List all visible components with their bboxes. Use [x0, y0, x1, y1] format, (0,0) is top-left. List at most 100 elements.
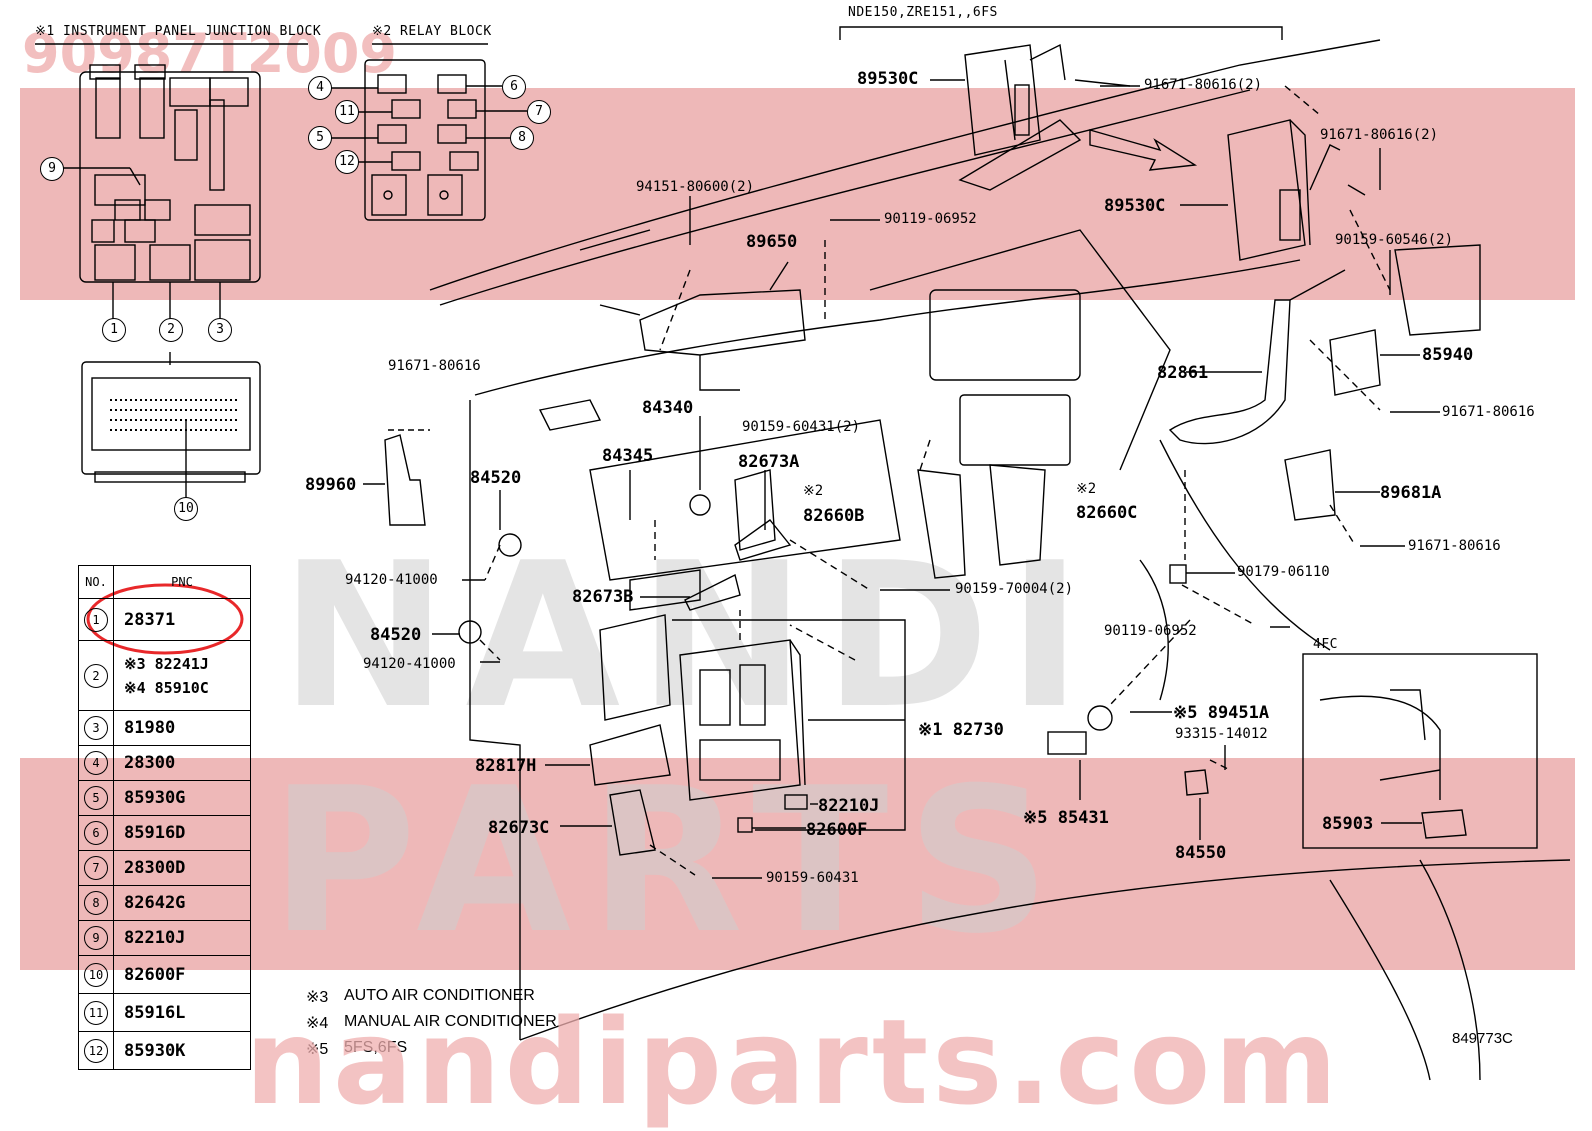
part-label: 94120-41000 [363, 656, 456, 672]
parts-diagram: NANDI PARTS 90987T2009 [20, 5, 1575, 1131]
part-label: 91671-80616(2) [1144, 77, 1263, 93]
callout-8: 8 [510, 126, 534, 150]
inset-title: 4FC [1313, 637, 1338, 652]
watermark-url: nandiparts.com [245, 993, 1342, 1131]
footnote-text: AUTO AIR CONDITIONER [344, 987, 535, 1004]
part-label: 82861 [1157, 363, 1209, 383]
footnote-mark: ※3 [306, 989, 329, 1006]
column-header-no: NO. [78, 565, 114, 599]
pnc-value: 85916D [113, 815, 251, 851]
part-label: 85940 [1422, 345, 1474, 365]
part-label: 82600F [806, 820, 868, 840]
callout-4: 4 [308, 76, 332, 100]
table-row: 1 28371 [78, 598, 251, 641]
column-header-pnc: PNC [113, 565, 251, 599]
ecu-top-drawing [964, 43, 1198, 171]
table-row: 6 85916D [78, 815, 251, 851]
part-label: ※5 85431 [1023, 808, 1109, 828]
part-label: 84550 [1175, 843, 1227, 863]
row-number: 7 [84, 856, 108, 880]
callout-1: 1 [102, 318, 126, 342]
part-label: 82210J [818, 796, 880, 816]
pnc-value: 82600F [113, 955, 251, 994]
watermark-band-bottom [20, 758, 1575, 970]
inset-4fc-drawing [1302, 653, 1538, 849]
leader-lines [363, 79, 1440, 879]
pnc-value-alt: ※4 85910C [124, 678, 209, 697]
part-label: 89530C [1104, 196, 1166, 216]
table-row: 4 28300 [78, 745, 251, 781]
callout-9: 9 [40, 157, 64, 181]
table-row: 5 85930G [78, 780, 251, 816]
table-row: 12 85930K [78, 1031, 251, 1070]
part-label: 91671-80616(2) [1320, 127, 1439, 143]
part-label: 84520 [470, 468, 522, 488]
pnc-value: 85916L [113, 993, 251, 1032]
part-label: 89650 [746, 232, 798, 252]
footnote-mark: ※5 [306, 1041, 329, 1058]
part-label: ※2 [1076, 481, 1097, 497]
model-bracket-title: NDE150,ZRE151,,6FS [848, 5, 998, 20]
part-label: 89530C [857, 69, 919, 89]
module-89681a-drawing [1284, 449, 1380, 521]
diagram-line-art [35, 26, 1571, 1081]
table-header-row: NO. PNC [78, 565, 251, 599]
part-label: 82660C [1076, 503, 1138, 523]
row-number: 1 [84, 607, 108, 632]
row-number: 2 [84, 663, 108, 688]
relay-block-title: ※2 RELAY BLOCK [372, 24, 492, 39]
row-number: 5 [84, 786, 108, 810]
part-label: 84520 [370, 625, 422, 645]
callout-7: 7 [527, 100, 551, 124]
part-label: 91671-80616 [388, 358, 481, 374]
junction-block-drawing [62, 64, 261, 320]
part-label: 82660B [803, 506, 865, 526]
pnc-value: 28300D [113, 850, 251, 886]
ecu-right-drawing [1227, 119, 1366, 261]
junction-block-front-drawing [81, 352, 261, 498]
callout-2: 2 [159, 318, 183, 342]
part-label: 89960 [305, 475, 357, 495]
table-row: 10 82600F [78, 955, 251, 994]
part-label: 90179-06110 [1237, 564, 1330, 580]
part-label: ※1 82730 [918, 720, 1004, 740]
relay-85940-drawing [1329, 329, 1420, 396]
row-number: 3 [84, 716, 108, 740]
junction-block-title: ※1 INSTRUMENT PANEL JUNCTION BLOCK [35, 24, 322, 39]
diagram-id: 849773C [1452, 1030, 1513, 1047]
row-number: 12 [84, 1038, 108, 1063]
bracket-82660-drawing [917, 464, 1046, 579]
part-label: 84345 [602, 446, 654, 466]
callout-11: 11 [335, 100, 359, 124]
dashboard-drawing [429, 39, 1571, 1081]
ac-amplifier-drawing [599, 261, 806, 391]
pnc-value: 82642G [113, 885, 251, 921]
pnc-value: 85930K [113, 1031, 251, 1070]
row-number: 8 [84, 891, 108, 915]
row-number: 11 [84, 1000, 108, 1025]
part-label: 89681A [1380, 483, 1442, 503]
callout-5: 5 [308, 126, 332, 150]
part-label: 84340 [642, 398, 694, 418]
pnc-value: 82210J [113, 920, 251, 956]
footnote-mark: ※4 [306, 1015, 329, 1032]
ecu-89960-drawing [384, 429, 430, 526]
row-number: 10 [84, 962, 108, 987]
pnc-value: 81980 [113, 710, 251, 746]
table-row: 3 81980 [78, 710, 251, 746]
part-label: 91671-80616 [1408, 538, 1501, 554]
junction-box-82730-drawing [589, 614, 906, 856]
table-row: 11 85916L [78, 993, 251, 1032]
footnote-text: 5FS,6FS [344, 1039, 408, 1056]
callout-6: 6 [502, 75, 526, 99]
callout-12: 12 [335, 150, 359, 174]
part-label: 90119-06952 [1104, 623, 1197, 639]
part-label: 93315-14012 [1175, 726, 1268, 742]
part-label: 90119-06952 [884, 211, 977, 227]
watermark-band-top [20, 88, 1575, 300]
row-number: 6 [84, 821, 108, 845]
switch-drawing [458, 469, 1467, 839]
dashed-lines [479, 85, 1391, 876]
part-label: ※2 [803, 483, 824, 499]
pnc-value: ※3 82241J [124, 654, 209, 673]
